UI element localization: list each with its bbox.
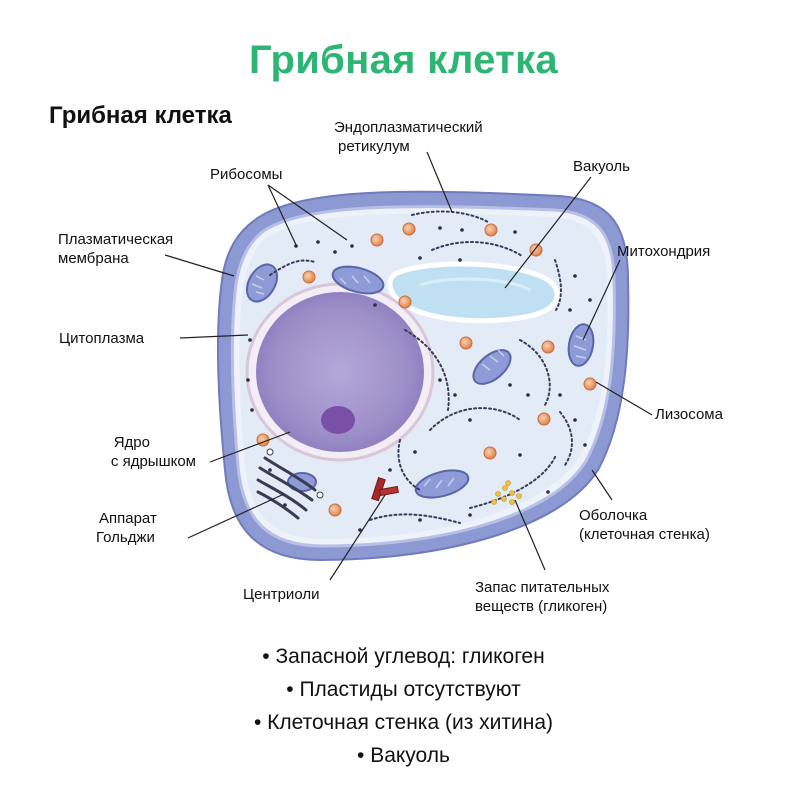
centrioles [371,476,399,502]
label-vacuole: Вакуоль [573,158,630,175]
page-title: Грибная клетка [249,38,558,82]
label-centrioles: Центриоли [243,586,320,603]
golgi-apparatus [256,456,317,520]
feature-item: • Пластиды отсутствуют [286,678,521,701]
feature-item: • Вакуоль [357,744,450,767]
nucleus [256,292,424,452]
label-cytoplasm: Цитоплазма [59,330,145,347]
label-ribosomes: Рибосомы [210,166,283,183]
diagram-title: Грибная клетка [49,102,232,129]
leader-lines [164,151,653,581]
label-mitochondria: Митохондрия [617,243,711,260]
feature-item: • Клеточная стенка (из хитина) [253,711,554,734]
feature-item: • Запасной углевод: гликоген [262,645,545,668]
ribosomes [246,226,592,532]
label-wall: Оболочка(клеточная стенка) [579,507,710,543]
features-list: • Запасной углевод: гликоген • Пластиды … [0,640,807,772]
endoplasmic-reticulum [269,210,573,524]
glycogen [491,480,522,505]
nucleolus [321,406,355,434]
label-lysosome: Лизосома [655,406,723,423]
lysosomes [256,222,597,517]
cell-diagram [164,151,653,581]
vacuole [387,261,560,324]
